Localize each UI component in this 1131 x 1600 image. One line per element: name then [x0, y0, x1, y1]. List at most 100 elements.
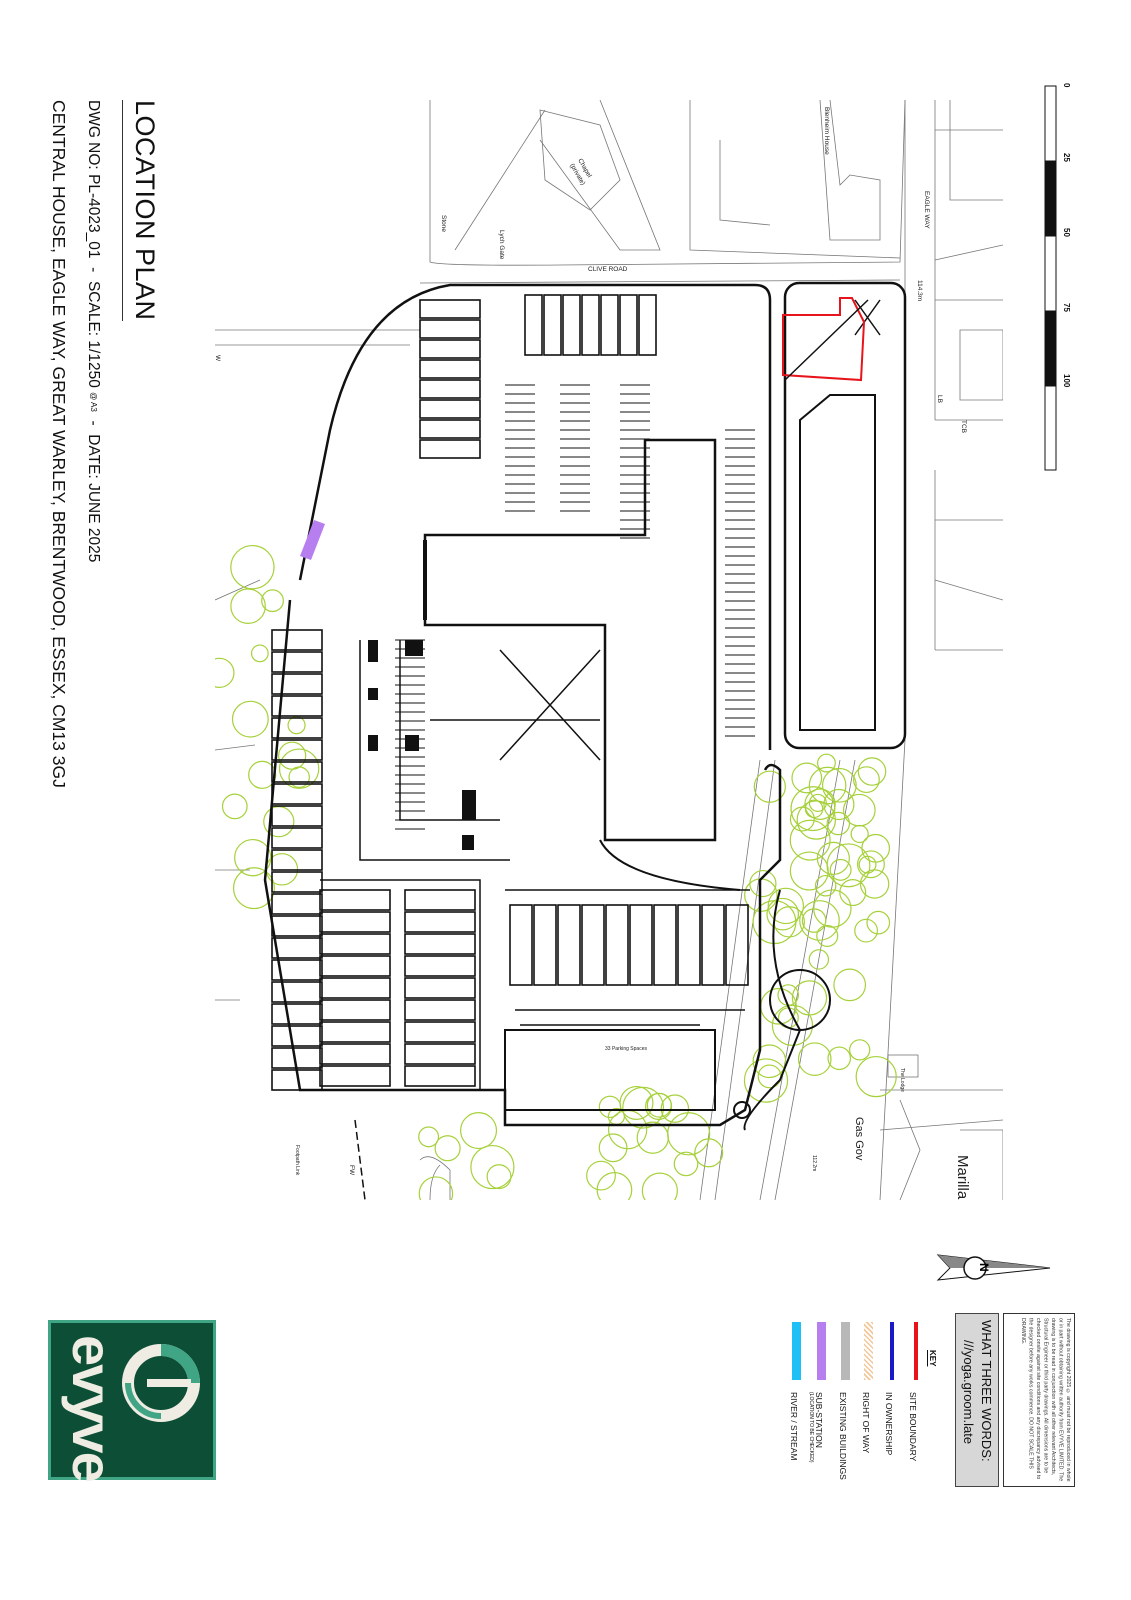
- house: [419, 379, 481, 399]
- house: [271, 629, 323, 651]
- drawing-title: LOCATION PLAN: [122, 100, 160, 321]
- tree-canopy: [460, 1112, 498, 1150]
- tree-canopy: [622, 1086, 665, 1129]
- tree-canopy: [796, 800, 836, 840]
- tree-canopy: [801, 908, 827, 933]
- house: [271, 1069, 323, 1091]
- house: [271, 959, 323, 981]
- apartment-block: [504, 1029, 716, 1111]
- house: [619, 294, 638, 356]
- house: [404, 911, 476, 933]
- house: [638, 294, 657, 356]
- house: [725, 904, 749, 986]
- house: [562, 294, 581, 356]
- in-ownership-swatch: [890, 1322, 894, 1380]
- scale-paper: @ A3: [89, 392, 98, 412]
- logo-mark-icon: [122, 1344, 200, 1422]
- label-blenheim-house: Blenheim House: [823, 107, 830, 155]
- tree-canopy: [598, 1095, 622, 1119]
- house: [557, 904, 581, 986]
- north-arrow-icon: N: [936, 1254, 1051, 1281]
- label-lodge: The Lodge: [899, 1068, 905, 1092]
- tree-canopy: [813, 889, 852, 928]
- house: [271, 717, 323, 739]
- scale-tick-label: 0: [1062, 83, 1071, 88]
- key-heading: KEY: [928, 1350, 937, 1367]
- tree-canopy: [418, 1126, 440, 1148]
- house: [319, 955, 391, 977]
- label-marilla: Marilla: [954, 1155, 971, 1200]
- house: [319, 1043, 391, 1065]
- tree-canopy: [757, 1064, 782, 1089]
- separator: -: [85, 267, 102, 273]
- tree-canopy: [645, 1092, 673, 1120]
- tree-canopy: [852, 766, 880, 794]
- house: [629, 904, 653, 986]
- tree-canopy: [261, 589, 284, 613]
- tree-canopy: [221, 793, 248, 820]
- dwg-number: PL-4023_01: [85, 174, 102, 259]
- scale-label: SCALE:: [85, 280, 102, 337]
- tree-canopy: [826, 843, 871, 888]
- tree-canopy: [861, 833, 891, 863]
- tree-canopy: [789, 851, 829, 891]
- tree-canopy: [799, 900, 840, 941]
- tree-canopy: [752, 1044, 787, 1079]
- w3w-address: ///yoga.groom.late: [961, 1340, 976, 1445]
- house: [404, 1043, 476, 1065]
- sub-station-marker: [300, 520, 325, 560]
- tree-canopy: [667, 1112, 711, 1156]
- house: [271, 981, 323, 1003]
- tree-canopy: [586, 1160, 616, 1191]
- scale-tick-label: 25: [1062, 153, 1071, 162]
- tree-canopy: [842, 793, 876, 827]
- house: [271, 849, 323, 871]
- house: [319, 911, 391, 933]
- house: [581, 294, 600, 356]
- evyve-logo: [48, 1320, 216, 1480]
- house: [271, 1025, 323, 1047]
- tree-canopy: [766, 897, 800, 931]
- tree-canopy: [858, 855, 877, 874]
- chapel-building: [539, 109, 621, 211]
- svg-text:N: N: [977, 1263, 991, 1272]
- tree-canopy: [856, 850, 885, 879]
- house: [271, 1003, 323, 1025]
- tree-canopy: [743, 1058, 789, 1103]
- tree-canopy: [855, 1055, 897, 1098]
- house: [271, 805, 323, 827]
- tree-canopy: [486, 1164, 512, 1190]
- house: [319, 1065, 391, 1087]
- tree-canopy: [816, 924, 839, 947]
- tree-canopy: [789, 819, 831, 861]
- scale-tick-label: 50: [1062, 228, 1071, 237]
- tree-canopy: [753, 770, 786, 803]
- tree-canopy: [789, 806, 815, 832]
- tree-canopy: [673, 1151, 699, 1177]
- bin-stores: [368, 640, 476, 850]
- label-fw: FW: [348, 1165, 355, 1176]
- tree-canopy: [470, 1144, 515, 1190]
- house: [605, 904, 629, 986]
- surrounding-context: [215, 100, 1003, 1200]
- proposed-houses: [271, 294, 749, 1091]
- key-label-sub-station: SUB-STATION: [814, 1392, 824, 1448]
- house: [271, 695, 323, 717]
- key-label-existing-buildings: EXISTING BUILDINGS: [838, 1392, 848, 1480]
- tree-canopy: [694, 1138, 724, 1168]
- parking-bays: [395, 384, 755, 830]
- tree-canopy: [857, 757, 887, 786]
- house: [319, 933, 391, 955]
- scale-value: 1/1250: [85, 340, 102, 388]
- tree-canopy: [598, 1133, 628, 1163]
- label-footpath-link: Footpath Link: [294, 1145, 300, 1176]
- house: [404, 955, 476, 977]
- tree-canopy: [278, 741, 307, 770]
- w3w-heading: WHAT THREE WORDS:: [979, 1320, 994, 1462]
- tree-canopy: [826, 811, 851, 836]
- tree-canopy: [808, 793, 827, 812]
- drawing-info: DWG NO: PL-4023_01 - SCALE: 1/1250 @ A3 …: [84, 100, 102, 562]
- scale-tick-label: 100: [1062, 374, 1071, 388]
- logo-wordmark: evyve: [61, 1335, 124, 1481]
- house: [271, 761, 323, 783]
